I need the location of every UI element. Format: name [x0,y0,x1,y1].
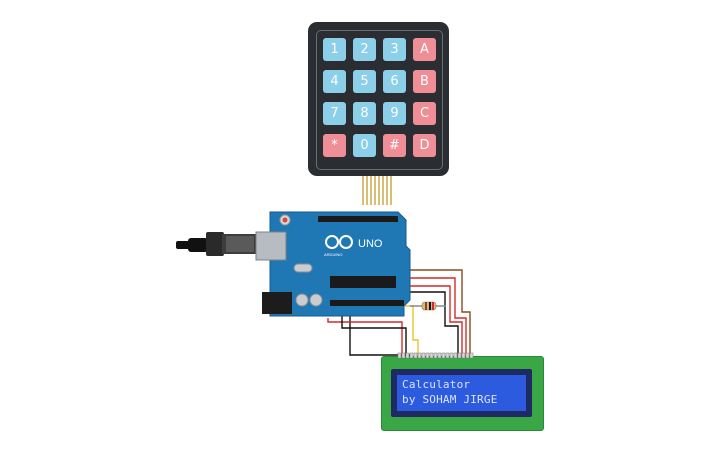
keypad-ribbon [362,176,392,205]
key-d[interactable]: D [413,134,436,157]
crystal [293,263,313,273]
usb-port [255,231,287,261]
uno-label: UNO [358,238,383,250]
arduino-brand-label: ARDUINO [324,252,342,257]
wire-brown-lcd[interactable] [405,269,471,358]
key-b[interactable]: B [413,70,436,93]
key-c[interactable]: C [413,102,436,125]
wire-black-lcd[interactable] [405,291,459,358]
key-9[interactable]: 9 [383,102,406,125]
digital-header [318,216,398,222]
wire-red-vcc[interactable] [327,318,403,358]
lcd-bezel: Calculator by SOHAM JIRGE [391,369,532,417]
key-3[interactable]: 3 [383,38,406,61]
microcontroller-chip [330,276,396,288]
wire-black-2[interactable] [341,316,407,358]
lcd-line-2: by SOHAM JIRGE [402,393,498,406]
capacitor-2 [309,293,323,307]
key-6[interactable]: 6 [383,70,406,93]
key-4[interactable]: 4 [323,70,346,93]
key-hash[interactable]: # [383,134,406,157]
key-2[interactable]: 2 [353,38,376,61]
wire-red-lcd[interactable] [405,277,467,358]
lcd-line-1: Calculator [402,378,471,391]
lcd-screen: Calculator by SOHAM JIRGE [397,375,526,411]
analog-header [330,300,404,306]
arduino-logo [325,235,353,249]
arduino-uno-board[interactable]: UNO ARDUINO [255,211,411,317]
capacitor-1 [295,293,309,307]
wire-red-lcd-2[interactable] [405,285,463,358]
key-0[interactable]: 0 [353,134,376,157]
usb-cable[interactable] [176,232,258,256]
key-star[interactable]: * [323,134,346,157]
key-a[interactable]: A [413,38,436,61]
lcd-16x2-module[interactable]: Calculator by SOHAM JIRGE [381,356,544,431]
power-jack [262,292,292,314]
key-5[interactable]: 5 [353,70,376,93]
key-8[interactable]: 8 [353,102,376,125]
resistor[interactable] [410,301,446,311]
key-7[interactable]: 7 [323,102,346,125]
key-1[interactable]: 1 [323,38,346,61]
